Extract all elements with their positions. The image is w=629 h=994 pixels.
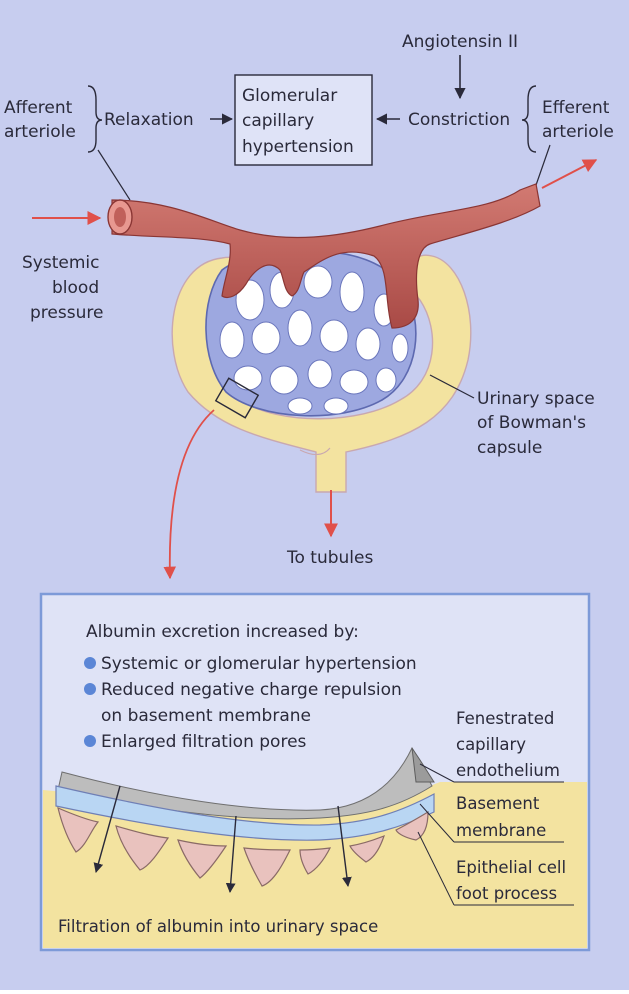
- urinary-label-line1: Urinary space: [477, 389, 595, 409]
- magnify-arrow: [163, 409, 215, 580]
- systemic-label-line3: pressure: [30, 303, 103, 323]
- efferent-pointer: [534, 144, 551, 189]
- to-tubules-label: To tubules: [286, 548, 373, 568]
- magnified-region-box: [214, 377, 260, 419]
- systemic-label-line1: Systemic: [22, 253, 99, 273]
- foot-processes: [57, 806, 429, 887]
- fenestrated-label-line1: Fenestrated: [456, 709, 554, 728]
- urinary-pointer: [429, 374, 475, 399]
- endothelium-cell: [411, 747, 435, 783]
- constriction-label: Constriction: [408, 110, 510, 130]
- efferent-flow-arrow: [541, 159, 598, 189]
- angiotensin-label: Angiotensin II: [402, 32, 518, 52]
- capillary-loops: [219, 265, 409, 415]
- basement-label-line1: Basement: [456, 794, 540, 813]
- epithelial-label-line2: foot process: [456, 884, 557, 903]
- filtration-caption: Filtration of albumin into urinary space: [58, 917, 378, 936]
- glomerular-hypertension-box: [234, 74, 373, 166]
- relaxation-label: Relaxation: [104, 110, 194, 130]
- filtration-arrows: [93, 785, 352, 893]
- epithelial-pointer: [417, 831, 455, 906]
- systemic-label-line2: blood: [52, 278, 99, 298]
- box-line3: hypertension: [242, 137, 354, 157]
- box-line2: capillary: [242, 111, 314, 131]
- box-line1: Glomerular: [242, 86, 337, 106]
- afferent-lumen: [114, 207, 126, 227]
- efferent-label-line2: arteriole: [542, 122, 614, 142]
- afferent-pointer: [97, 149, 131, 201]
- epithelial-label-line1: Epithelial cell: [456, 858, 566, 877]
- bullet-marker-1: [84, 657, 96, 669]
- fenestrated-label-line3: endothelium: [456, 761, 560, 780]
- capsule-inner-line: [299, 447, 331, 455]
- fenestrated-label-line2: capillary: [456, 735, 526, 754]
- inset-heading: Albumin excretion increased by:: [86, 622, 359, 642]
- inset-bullet-2: Reduced negative charge repulsion: [101, 680, 402, 700]
- afferent-label-line1: Afferent: [4, 98, 73, 118]
- urinary-label-line3: capsule: [477, 438, 542, 458]
- efferent-label-line1: Efferent: [542, 98, 610, 118]
- basement-pointer: [419, 803, 455, 843]
- inset-bullet-2-cont: on basement membrane: [101, 706, 311, 726]
- efferent-brace: [521, 85, 537, 153]
- bullet-marker-3: [84, 735, 96, 747]
- afferent-brace: [87, 85, 103, 153]
- bullet-marker-2: [84, 683, 96, 695]
- inset-bullet-3: Enlarged filtration pores: [101, 732, 307, 752]
- inset-bullet-1: Systemic or glomerular hypertension: [101, 654, 417, 674]
- arteriole-vessels: [111, 183, 541, 329]
- afferent-label-line2: arteriole: [4, 122, 76, 142]
- urinary-label-line2: of Bowman's: [477, 413, 586, 433]
- basement-membrane: [55, 785, 435, 841]
- fenestrated-pointer: [419, 763, 455, 783]
- basement-label-line2: membrane: [456, 821, 546, 840]
